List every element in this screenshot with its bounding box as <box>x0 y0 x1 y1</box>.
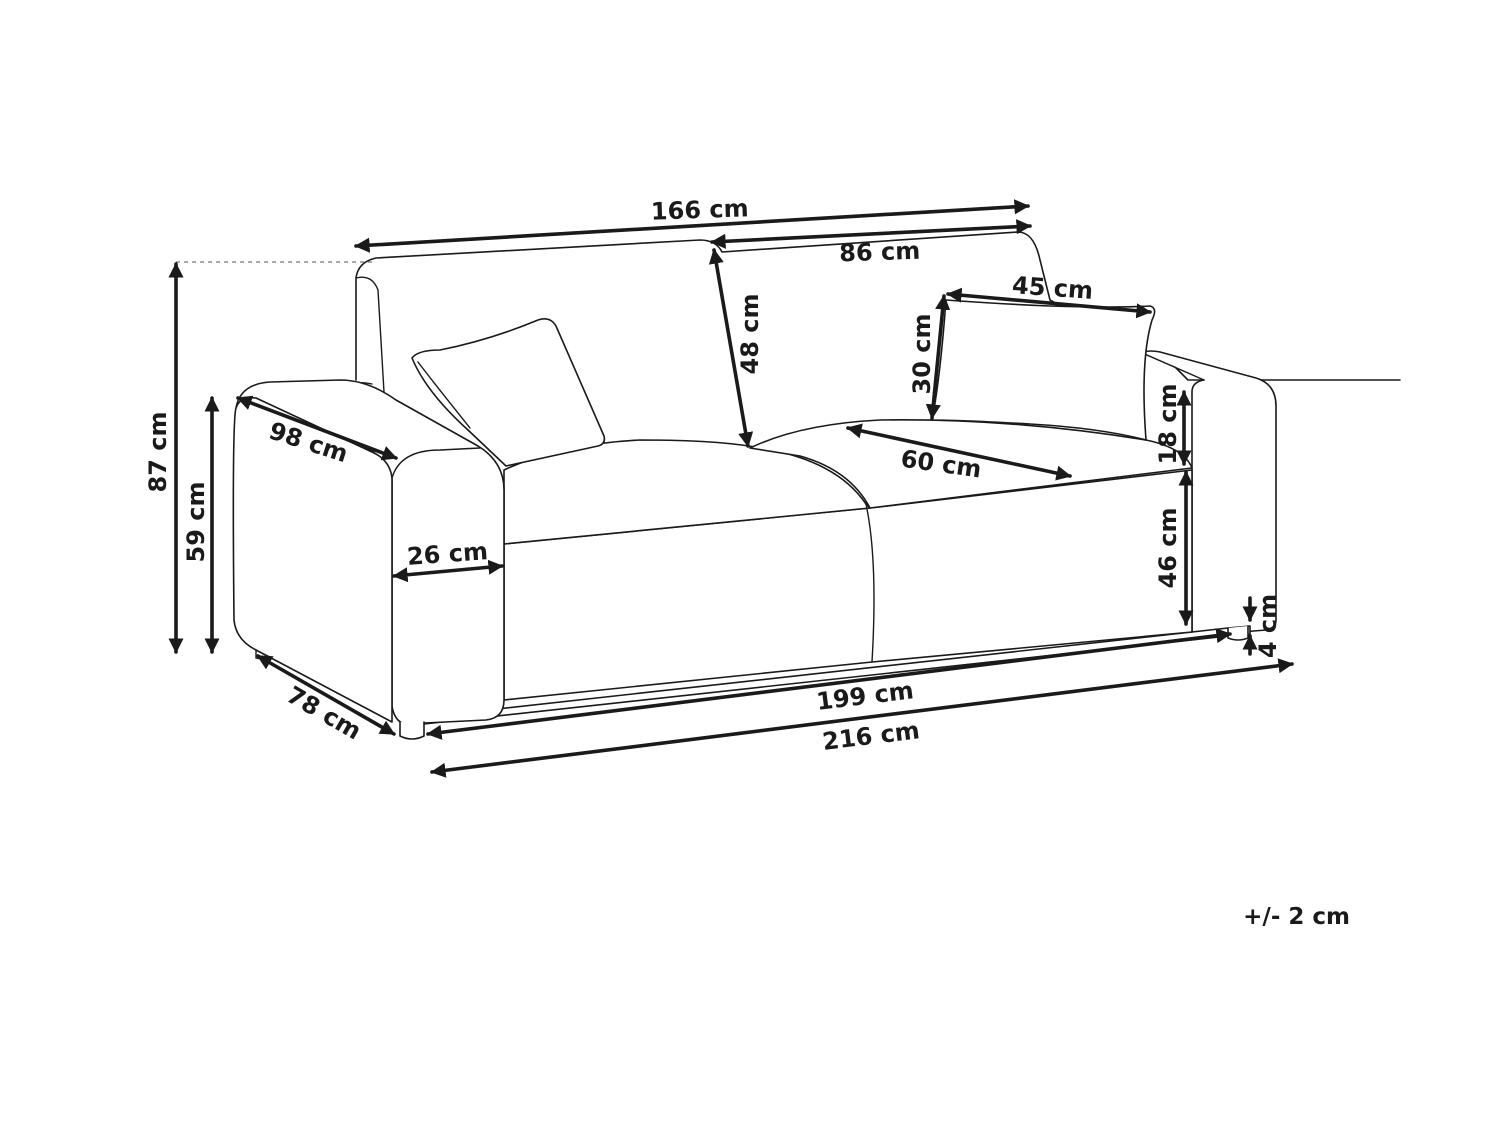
label-59: 59 cm <box>182 482 210 563</box>
dim-line-98 <box>236 395 398 461</box>
label-4: 4 cm <box>1254 594 1282 658</box>
dim-line-86 <box>710 219 1032 249</box>
leg-front-left <box>399 721 425 740</box>
pillow-right <box>931 299 1156 441</box>
dim-line-45 <box>946 287 1152 319</box>
dim-line-60 <box>846 423 1072 481</box>
dimension-labels: 166 cm 86 cm 45 cm 48 cm 30 cm 87 cm 59 … <box>144 194 1350 930</box>
pillow-left <box>411 318 606 467</box>
label-48: 48 cm <box>736 294 764 375</box>
label-45: 45 cm <box>1011 271 1094 305</box>
label-30: 30 cm <box>908 314 936 395</box>
dim-line-30 <box>925 294 951 420</box>
tolerance-note: +/- 2 cm <box>1243 904 1350 930</box>
label-46: 46 cm <box>1154 508 1182 589</box>
dimension-lines <box>168 199 1294 778</box>
dim-line-78 <box>256 654 396 736</box>
sofa-illustration <box>232 231 1401 740</box>
label-166: 166 cm <box>650 194 749 225</box>
dim-line-166 <box>354 199 1030 253</box>
dim-line-26 <box>392 559 504 583</box>
dim-line-216 <box>430 658 1294 778</box>
label-86: 86 cm <box>839 237 921 268</box>
label-26: 26 cm <box>406 537 489 571</box>
label-18: 18 cm <box>1154 384 1182 465</box>
right-arm <box>1143 350 1277 637</box>
dim-line-48 <box>708 248 754 448</box>
label-87: 87 cm <box>144 412 172 493</box>
